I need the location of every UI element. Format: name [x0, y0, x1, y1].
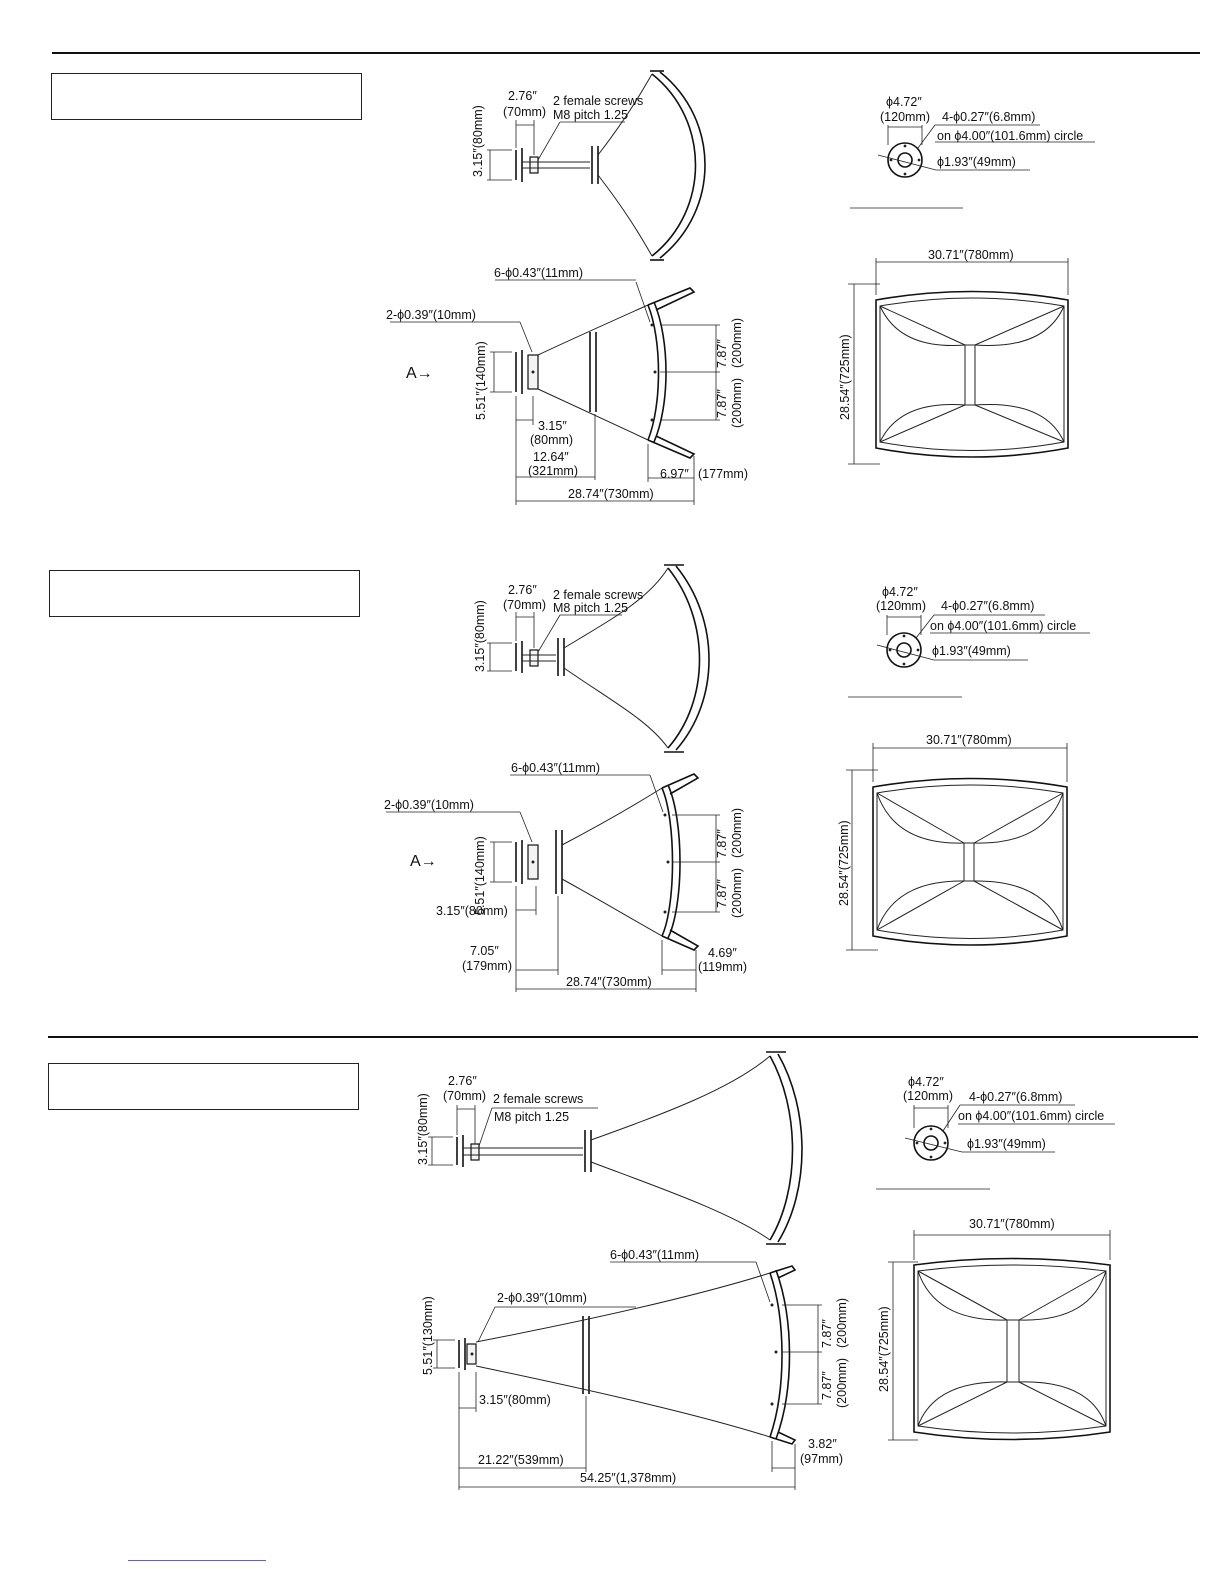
- s2-mouth-height: 28.54″(725mm): [837, 820, 851, 906]
- s2-screws-line2: M8 pitch 1.25: [553, 601, 628, 615]
- s2-lower-pitch: 7.87″: [715, 879, 729, 908]
- s2-flange-circle: on ϕ4.00″(101.6mm) circle: [930, 619, 1076, 633]
- s3-holes-2: 2-ϕ0.39″(10mm): [497, 1291, 587, 1305]
- s1-flange-dia-mm: (120mm): [880, 110, 930, 124]
- section2-horn-side-view: 6-ϕ0.43″(11mm) 2-ϕ0.39″(10mm) A→ 5.51″(1…: [384, 761, 747, 992]
- s2-flange-offset: 7.05″: [470, 944, 499, 958]
- s1-top-height: 3.15″(80mm): [471, 105, 485, 177]
- section1-horn-side-view: 6-ϕ0.43″(11mm) 2-ϕ0.39″(10mm) A→ 5.51″(1…: [386, 266, 748, 505]
- s3-lip-depth: 3.82″: [808, 1437, 837, 1451]
- s1-holes-6: 6-ϕ0.43″(11mm): [494, 266, 583, 280]
- s2-mouth-width: 30.71″(780mm): [926, 733, 1012, 747]
- section2-mouth-front-view: 30.71″(780mm) 28.54″(725mm): [837, 733, 1068, 951]
- s2-total-length: 28.74″(730mm): [566, 975, 652, 989]
- section2-flange-detail: ϕ4.72″ (120mm) 4-ϕ0.27″(6.8mm) on ϕ4.00″…: [848, 585, 1090, 698]
- s1-flange-offset-mm: (321mm): [528, 464, 578, 478]
- model-label-box-1: [51, 73, 362, 120]
- section1-horn-top-view: 2.76″ (70mm) 2 female screws M8 pitch 1.…: [471, 70, 706, 261]
- s3-top-screw-spacing: 2.76″: [448, 1074, 477, 1088]
- section3-rule: [48, 1036, 1198, 1038]
- s2-flange-dia: ϕ4.72″: [882, 585, 918, 599]
- s3-screws-line1: 2 female screws: [493, 1092, 583, 1106]
- s2-throat-dia: ϕ1.93″(49mm): [932, 644, 1011, 658]
- s2-upper-pitch: 7.87″: [715, 829, 729, 858]
- s1-mount-spacing: 3.15″: [538, 419, 567, 433]
- s2-holes-2: 2-ϕ0.39″(10mm): [384, 798, 474, 812]
- s3-flange-holes: 4-ϕ0.27″(6.8mm): [969, 1090, 1062, 1104]
- s1-total-length: 28.74″(730mm): [568, 487, 654, 501]
- s1-holes-2: 2-ϕ0.39″(10mm): [386, 308, 476, 322]
- s3-flange-offset: 21.22″(539mm): [478, 1453, 564, 1467]
- s3-flange-dia: ϕ4.72″: [908, 1075, 944, 1089]
- s1-lip-depth: 6.97″: [660, 467, 689, 481]
- s2-top-height: 3.15″(80mm): [473, 600, 487, 672]
- s3-holes-6: 6-ϕ0.43″(11mm): [610, 1248, 699, 1262]
- s1-throat-dia: ϕ1.93″(49mm): [937, 155, 1016, 169]
- top-rule: [52, 52, 1200, 54]
- s1-flange-dia: ϕ4.72″: [886, 95, 922, 109]
- s1-mount-spacing-mm: (80mm): [530, 433, 573, 447]
- s3-mount-spacing: 3.15″(80mm): [479, 1393, 551, 1407]
- s2-lip-depth-mm: (119mm): [698, 960, 747, 974]
- s3-upper-pitch-mm: (200mm): [835, 1298, 849, 1348]
- s2-flange-holes: 4-ϕ0.27″(6.8mm): [941, 599, 1034, 613]
- s1-upper-pitch: 7.87″: [715, 339, 729, 368]
- s3-upper-pitch: 7.87″: [820, 1319, 834, 1348]
- s3-throat-height: 5.51″(130mm): [421, 1296, 435, 1375]
- s2-lip-depth: 4.69″: [708, 946, 737, 960]
- s2-screws-line1: 2 female screws: [553, 588, 643, 602]
- s3-flange-circle: on ϕ4.00″(101.6mm) circle: [958, 1109, 1104, 1123]
- section1-mouth-front-view: 30.71″(780mm) 28.54″(725mm): [838, 248, 1069, 465]
- s2-flange-dia-mm: (120mm): [876, 599, 926, 613]
- model-label-box-2: [49, 570, 360, 617]
- section3-horn-side-view: 6-ϕ0.43″(11mm) 2-ϕ0.39″(10mm) 5.51″(130m…: [421, 1248, 849, 1490]
- s2-lower-pitch-mm: (200mm): [730, 868, 744, 918]
- s3-lower-pitch: 7.87″: [820, 1371, 834, 1400]
- s2-top-screw-spacing-mm: (70mm): [503, 598, 546, 612]
- s2-mount-spacing: 3.15″(80mm): [436, 904, 508, 918]
- s2-top-screw-spacing: 2.76″: [508, 583, 537, 597]
- section2-horn-top-view: 2.76″ (70mm) 2 female screws M8 pitch 1.…: [473, 564, 710, 753]
- s1-screws-line2: M8 pitch 1.25: [553, 108, 628, 122]
- s1-flange-circle: on ϕ4.00″(101.6mm) circle: [937, 129, 1083, 143]
- s1-flange-holes: 4-ϕ0.27″(6.8mm): [942, 110, 1035, 124]
- s1-mouth-height: 28.54″(725mm): [838, 334, 852, 420]
- section3-mouth-front-view: 30.71″(780mm) 28.54″(725mm): [877, 1217, 1111, 1441]
- s1-lower-pitch-mm: (200mm): [730, 378, 744, 428]
- s3-lower-pitch-mm: (200mm): [835, 1358, 849, 1408]
- s1-screws-line1: 2 female screws: [553, 94, 643, 108]
- s3-mouth-width: 30.71″(780mm): [969, 1217, 1055, 1231]
- s1-throat-height: 5.51″(140mm): [474, 341, 488, 420]
- s1-top-screw-spacing: 2.76″: [508, 89, 537, 103]
- s3-lip-depth-mm: (97mm): [800, 1452, 843, 1466]
- s1-top-screw-spacing-mm: (70mm): [503, 105, 546, 119]
- s2-holes-6: 6-ϕ0.43″(11mm): [511, 761, 600, 775]
- s3-mouth-height: 28.54″(725mm): [877, 1306, 891, 1392]
- s1-lower-pitch: 7.87″: [715, 389, 729, 418]
- s2-flange-offset-mm: (179mm): [462, 959, 512, 973]
- s1-upper-pitch-mm: (200mm): [730, 318, 744, 368]
- s3-screws-line2: M8 pitch 1.25: [494, 1110, 569, 1124]
- section3-flange-detail: ϕ4.72″ (120mm) 4-ϕ0.27″(6.8mm) on ϕ4.00″…: [876, 1075, 1115, 1190]
- s2-throat-height: 5.51″(140mm): [473, 836, 487, 915]
- s2-upper-pitch-mm: (200mm): [730, 808, 744, 858]
- s3-total-length: 54.25″(1,378mm): [580, 1471, 676, 1485]
- s1-lip-depth-mm: (177mm): [698, 467, 748, 481]
- s3-top-height: 3.15″(80mm): [416, 1093, 430, 1165]
- s2-arrow-label: A→: [410, 853, 437, 870]
- s3-throat-dia: ϕ1.93″(49mm): [967, 1137, 1046, 1151]
- s1-flange-offset: 12.64″: [533, 450, 569, 464]
- s1-arrow-label: A→: [406, 365, 433, 382]
- model-label-box-3: [48, 1063, 359, 1110]
- s3-top-screw-spacing-mm: (70mm): [443, 1089, 486, 1103]
- s3-flange-dia-mm: (120mm): [903, 1089, 953, 1103]
- section1-flange-detail: ϕ4.72″ (120mm) 4-ϕ0.27″(6.8mm) on ϕ4.00″…: [850, 95, 1095, 209]
- footer-link-underline[interactable]: [128, 1560, 266, 1561]
- section3-horn-top-view: 2.76″ (70mm) 2 female screws M8 pitch 1.…: [416, 1051, 803, 1245]
- s1-mouth-width: 30.71″(780mm): [928, 248, 1014, 262]
